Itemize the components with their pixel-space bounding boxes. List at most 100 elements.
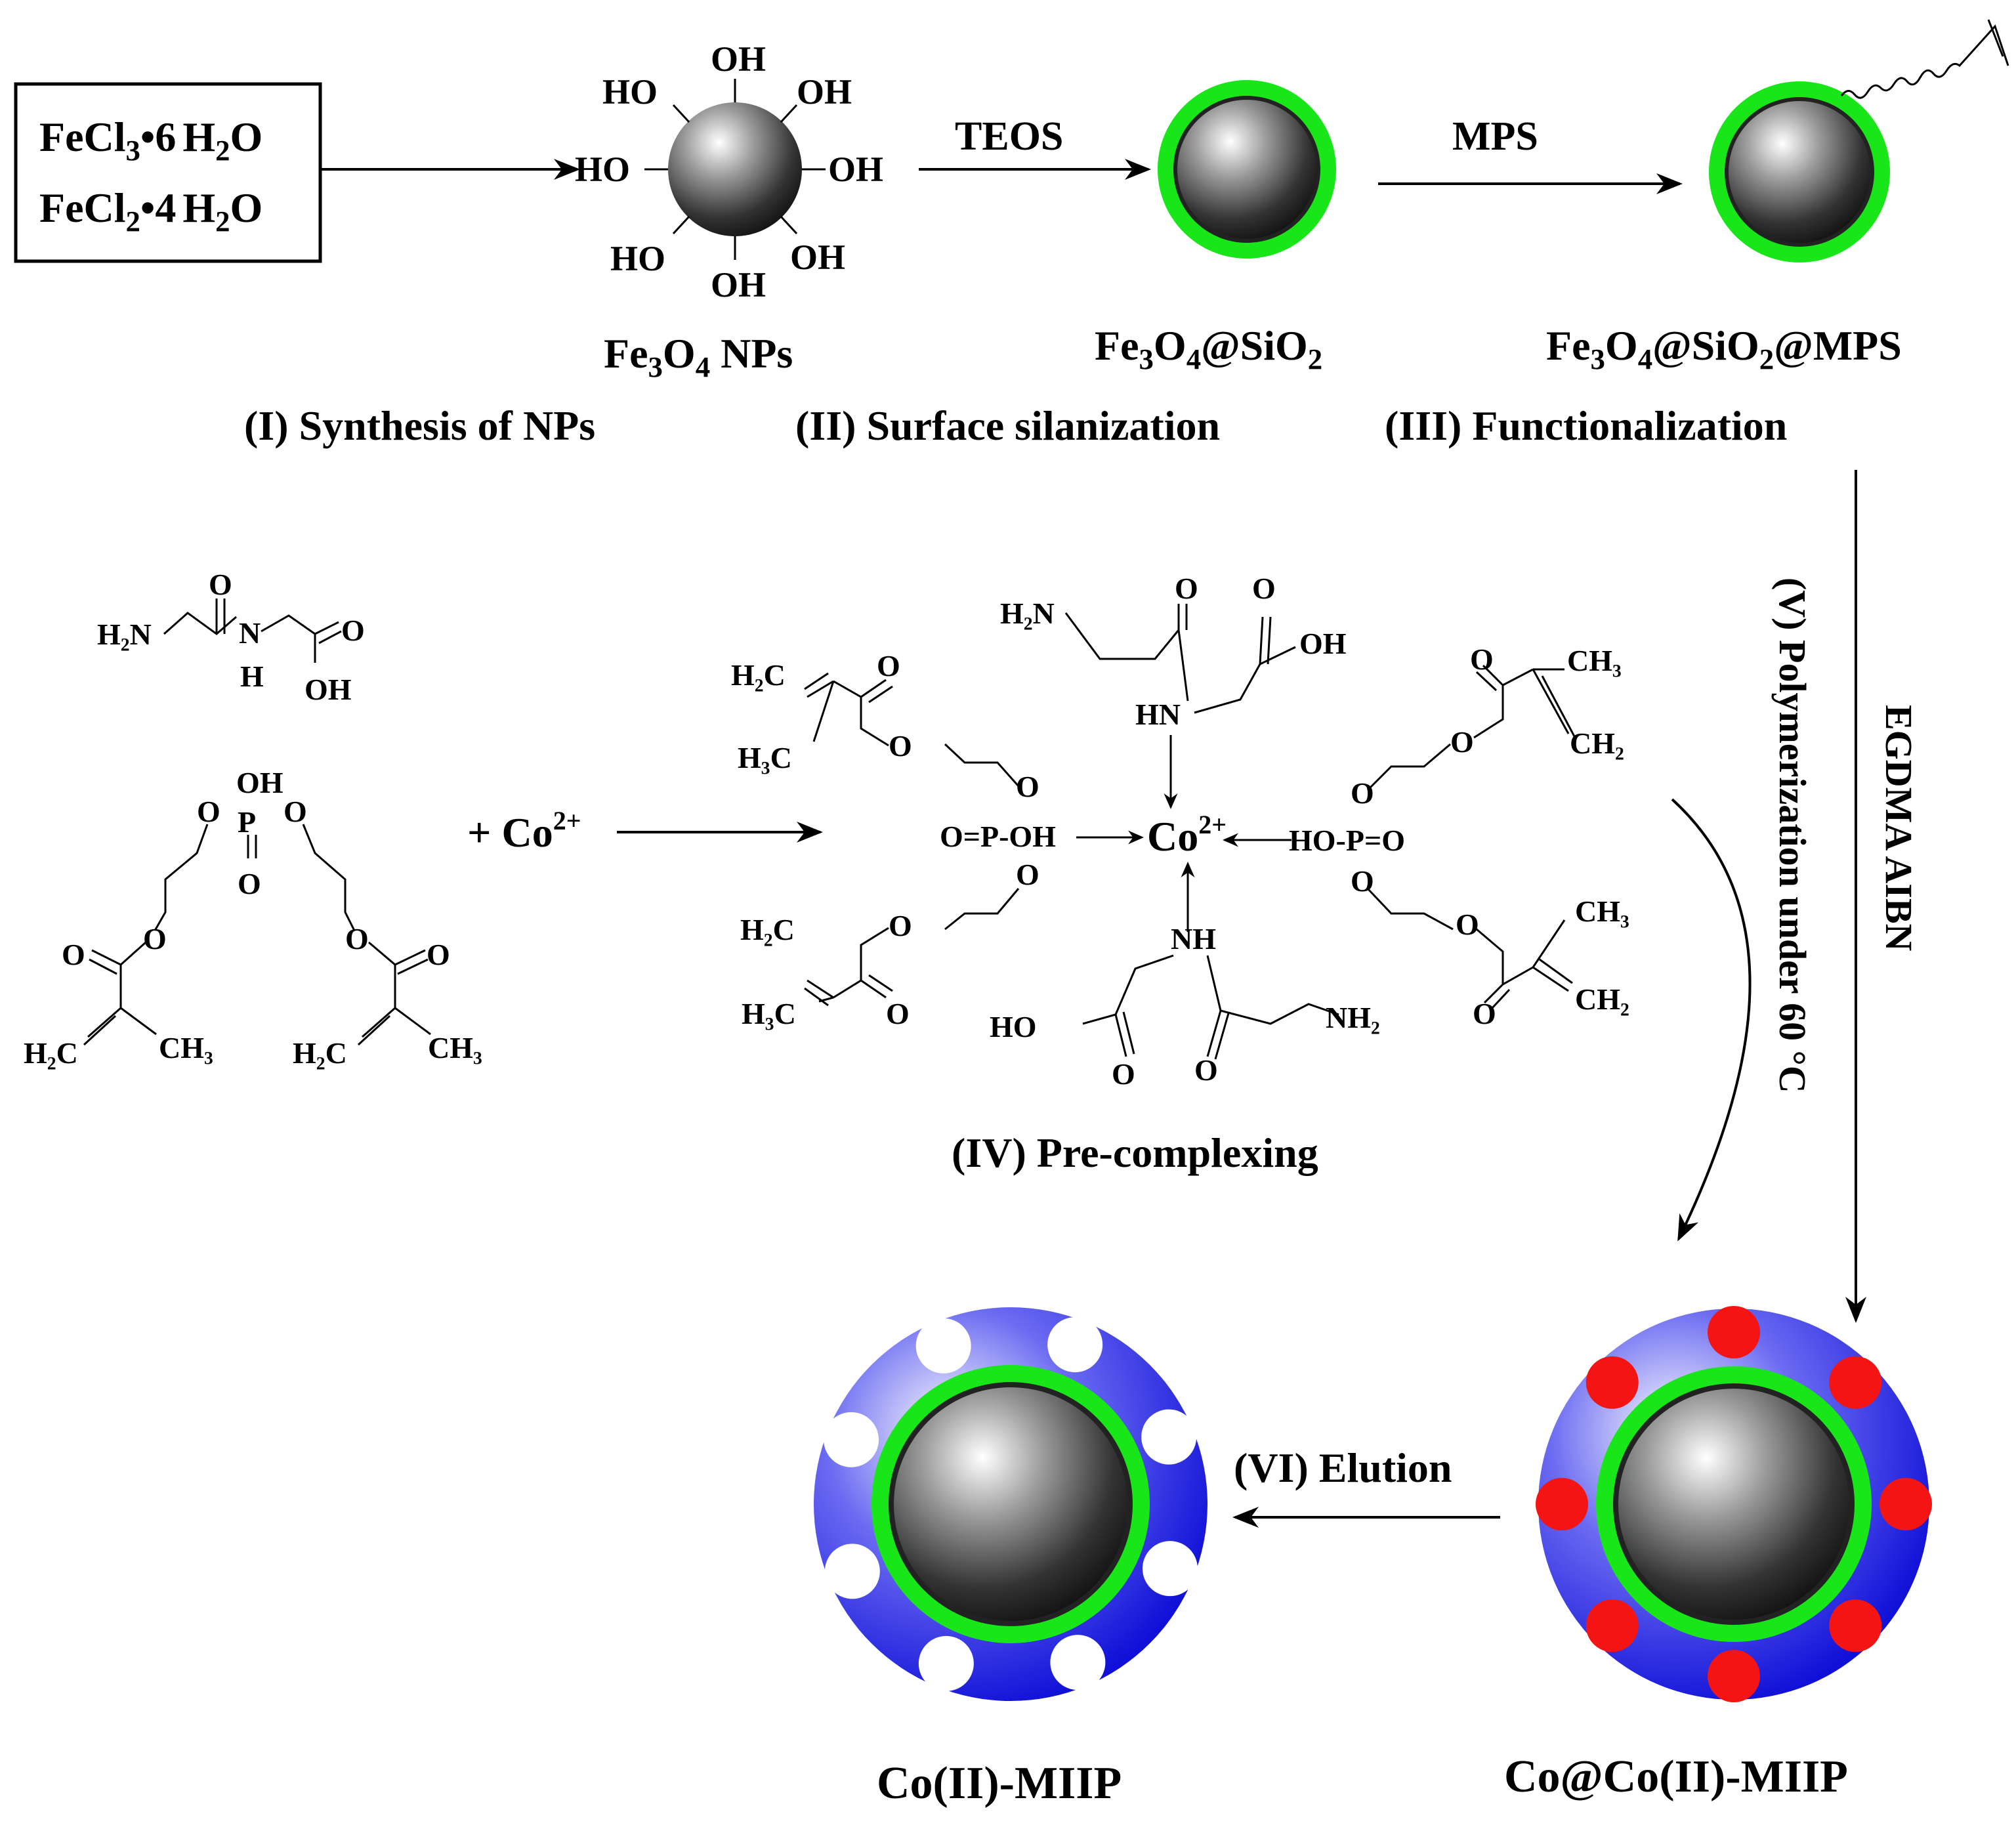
svg-text:CH₃: CH₃: [1567, 644, 1622, 677]
svg-text:O: O: [238, 867, 261, 900]
imprinted-cavity: [1142, 1541, 1198, 1597]
fe3o4-nanoparticle: OH OH OH OH OH HO HO HO: [575, 39, 883, 304]
svg-text:H₂C: H₂C: [24, 1036, 78, 1070]
step-5-reagents: EGDMA AIBN: [1878, 705, 1920, 952]
svg-text:O: O: [1194, 1053, 1218, 1087]
svg-text:O: O: [1450, 725, 1474, 759]
label-miip: Co(II)-MIIP: [877, 1758, 1122, 1809]
svg-text:H₂C: H₂C: [293, 1036, 347, 1070]
step-3-label: (III) Functionalization: [1385, 402, 1787, 449]
svg-text:CH₃: CH₃: [159, 1031, 213, 1064]
oh-top-right: OH: [797, 72, 852, 112]
teos-label: TEOS: [955, 114, 1063, 159]
svg-text:H: H: [240, 660, 264, 693]
svg-text:O: O: [284, 795, 307, 828]
svg-text:P: P: [238, 805, 256, 839]
template-ion-site: [1829, 1356, 1882, 1409]
svg-text:O: O: [889, 909, 912, 942]
svg-text:O: O: [209, 568, 232, 601]
svg-text:O: O: [341, 614, 365, 647]
svg-text:O: O: [1473, 997, 1496, 1030]
label-co-miip: Co@Co(II)-MIIP: [1504, 1752, 1848, 1802]
oh-right: OH: [828, 150, 883, 189]
svg-text:H₂C: H₂C: [731, 658, 786, 692]
oh-top: OH: [711, 39, 766, 79]
reactant-box: [14, 82, 322, 263]
step-5-label: (V) Polymerization under 60 °C: [1771, 578, 1814, 1093]
svg-text:OH: OH: [1299, 627, 1347, 660]
svg-text:O: O: [886, 997, 910, 1030]
fe3o4-sio2-particle: [1158, 80, 1336, 259]
svg-text:O: O: [1456, 908, 1479, 941]
svg-text:O: O: [143, 922, 167, 956]
svg-text:HO: HO: [990, 1010, 1037, 1043]
fe3o4-sio2-mps-particle: [1709, 19, 2009, 262]
svg-text:O: O: [1351, 776, 1374, 810]
svg-text:O: O: [345, 922, 369, 956]
imprinted-cavity: [1050, 1635, 1106, 1690]
svg-text:H₂N: H₂N: [1000, 597, 1055, 630]
mps-label: MPS: [1452, 114, 1538, 159]
svg-text:HN: HN: [1135, 698, 1181, 731]
svg-text:O: O: [1252, 572, 1276, 605]
step-6-label: (VI) Elution: [1234, 1444, 1452, 1491]
cobalt-ion-label: + Co2+: [467, 806, 581, 856]
pre-complex-structure: Co2+ O=P-OH O O O O H₂C H₃C O O H₂C H₃C …: [731, 572, 1629, 1091]
svg-text:O: O: [877, 649, 900, 682]
template-ion-site: [1586, 1599, 1639, 1652]
svg-text:N: N: [239, 616, 261, 650]
step-4-label: (IV) Pre-complexing: [952, 1129, 1318, 1176]
oh-bottom: OH: [711, 265, 766, 304]
svg-text:O: O: [62, 938, 85, 971]
step-1-label: (I) Synthesis of NPs: [244, 402, 595, 449]
ho-top-left: HO: [602, 72, 658, 112]
co-miip-particle: [1536, 1306, 1932, 1702]
ho-bottom-left: HO: [610, 239, 665, 278]
svg-text:H₂C: H₂C: [740, 913, 795, 946]
arrow-complex-to-polymer: [1671, 798, 1752, 1242]
imprinted-cavity: [1141, 1409, 1197, 1465]
svg-text:O: O: [1175, 572, 1198, 605]
label-fe3o4-nps: Fe3O4 NPs: [604, 330, 793, 383]
svg-text:O: O: [1470, 642, 1494, 676]
template-ion-site: [1880, 1478, 1932, 1530]
miip-particle: [814, 1307, 1208, 1701]
svg-text:H₂N: H₂N: [97, 618, 152, 651]
template-ion-site: [1829, 1599, 1882, 1652]
svg-text:HO-P=O: HO-P=O: [1289, 824, 1405, 857]
svg-text:NH: NH: [1171, 922, 1216, 956]
svg-text:H₃C: H₃C: [742, 997, 796, 1030]
imprinted-cavity: [918, 1635, 974, 1691]
svg-text:O=P-OH: O=P-OH: [940, 820, 1056, 853]
cobalt-center: Co2+: [1147, 810, 1227, 860]
svg-text:CH₂: CH₂: [1570, 726, 1624, 760]
svg-text:H₃C: H₃C: [738, 741, 792, 774]
svg-text:CH₃: CH₃: [1575, 894, 1629, 928]
template-ion-site: [1536, 1478, 1588, 1530]
imprinted-cavity: [824, 1544, 880, 1599]
template-ion-site: [1708, 1306, 1760, 1358]
svg-text:NH₂: NH₂: [1326, 1001, 1380, 1034]
phosphate-dimethacrylate-structure: OH P O O O O O O H₂C CH₃ O H₂C CH₃: [24, 766, 482, 1070]
mps-vinyl-chain: [1840, 24, 2009, 99]
svg-text:O: O: [427, 938, 450, 971]
label-fe3o4-sio2-mps: Fe3O4@SiO2@MPS: [1546, 322, 1902, 375]
svg-text:O: O: [1016, 858, 1040, 891]
imprinted-cavity: [824, 1412, 879, 1467]
svg-text:O: O: [197, 795, 220, 828]
glycylglycine-structure: H₂N O N H O OH: [97, 568, 365, 706]
svg-text:O: O: [1016, 770, 1040, 803]
template-ion-site: [1708, 1650, 1760, 1702]
imprinted-cavity: [1047, 1317, 1103, 1373]
imprinted-cavity: [915, 1318, 971, 1374]
svg-text:O: O: [1112, 1057, 1135, 1091]
label-fe3o4-sio2: Fe3O4@SiO2: [1095, 322, 1322, 375]
svg-text:OH: OH: [236, 766, 284, 799]
svg-text:CH₃: CH₃: [428, 1031, 482, 1064]
ho-left: HO: [575, 150, 630, 189]
oh-bottom-right: OH: [790, 238, 845, 277]
template-ion-site: [1586, 1356, 1639, 1409]
